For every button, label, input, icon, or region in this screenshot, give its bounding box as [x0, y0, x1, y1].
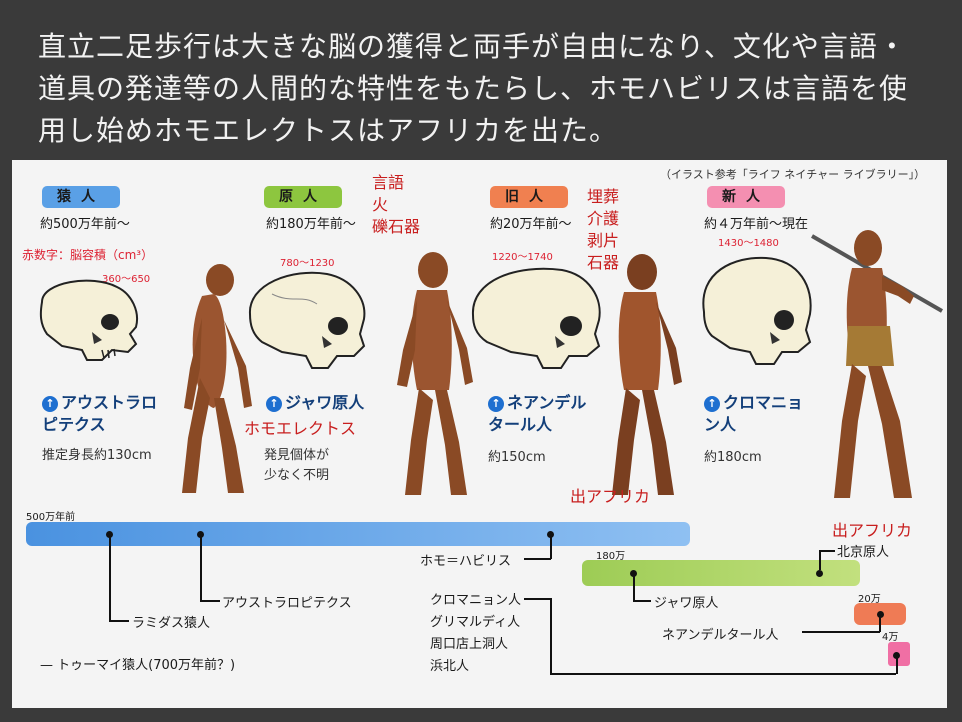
info-circle-icon: ↑	[266, 396, 282, 412]
neanderthal-figure-icon	[612, 254, 682, 495]
timeline-bar-genjin	[582, 560, 860, 586]
connector	[200, 535, 202, 600]
out-of-africa-label-2: 出アフリカ	[832, 521, 913, 540]
connector	[896, 656, 898, 674]
label-ramidus: ラミダス猿人	[132, 616, 211, 631]
australopithecus-figure-icon	[182, 264, 252, 493]
timeline-dot-australopithecus	[197, 531, 204, 538]
label-neanderthal: ネアンデルタール人	[662, 628, 779, 643]
out-of-africa-label-1: 出アフリカ	[570, 487, 651, 506]
label-homo-habilis: ホモ＝ハビリス	[420, 554, 512, 569]
brain-volume-note: 赤数字：脳容積（cm³）	[22, 248, 154, 262]
height-shinjin: 約180cm	[704, 450, 762, 465]
connector	[550, 673, 896, 675]
era-badge-enjin: 猿人	[42, 186, 120, 208]
species-australopithecus: ↑アウストラロ ピテクス	[42, 393, 158, 434]
label-modern-humans: クロマニョン人 グリマルディ人 周口店上洞人 浜北人	[430, 593, 522, 674]
height-genjin: 発見個体が 少なく不明	[264, 448, 330, 483]
connector	[109, 620, 129, 622]
kyujin-traits: 埋葬 介護 剥片 石器	[587, 187, 620, 272]
info-circle-icon: ↑	[488, 396, 504, 412]
homo-erectus-figure-icon	[397, 252, 473, 495]
skull-neanderthal-icon	[471, 267, 601, 369]
skull-java-man-icon	[248, 271, 366, 369]
brain-volume-shinjin: 1430〜1480	[718, 238, 779, 249]
connector	[524, 558, 551, 560]
connector	[524, 598, 550, 600]
homo-erectus-label: ホモエレクトス	[244, 419, 357, 438]
timeline-dot-peking	[816, 570, 823, 577]
timeline-start-label: 500万年前	[26, 512, 76, 523]
connector	[550, 598, 552, 674]
label-australopithecus: アウストラロピテクス	[222, 596, 352, 611]
label-toumai: — トゥーマイ猿人(700万年前？)	[40, 658, 236, 673]
skull-australopithecus-icon	[39, 279, 138, 361]
label-java-man: ジャワ原人	[654, 596, 719, 611]
era-time-genjin: 約180万年前〜	[266, 217, 356, 232]
slide-title: 直立二足歩行は大きな脳の獲得と両手が自由になり、文化や言語・道具の発達等の人間的…	[38, 30, 909, 147]
connector	[819, 550, 835, 552]
info-circle-icon: ↑	[42, 396, 58, 412]
timeline-dot-modern	[893, 652, 900, 659]
label-peking-man: 北京原人	[837, 545, 890, 560]
evolution-illustration-panel: （イラスト参考「ライフ ネイチャー ライブラリー」） 猿人 約500万年前〜 赤…	[12, 160, 947, 708]
height-kyujin: 約150cm	[488, 450, 546, 465]
timeline-20-label: 20万	[858, 594, 881, 605]
timeline-180-label: 180万	[596, 551, 626, 562]
timeline-dot-java	[630, 570, 637, 577]
info-circle-icon: ↑	[704, 396, 720, 412]
era-badge-genjin: 原人	[264, 186, 342, 208]
timeline-dot-neanderthal	[877, 611, 884, 618]
skull-cro-magnon-icon	[702, 256, 812, 365]
brain-volume-genjin: 780〜1230	[280, 258, 335, 269]
species-cro-magnon: ↑クロマニョ ン人	[704, 393, 804, 434]
era-time-shinjin: 約４万年前〜現在	[704, 217, 809, 232]
connector	[109, 535, 111, 620]
timeline-dot-homo-habilis	[547, 531, 554, 538]
era-time-kyujin: 約20万年前〜	[490, 217, 572, 232]
connector	[633, 600, 651, 602]
era-time-enjin: 約500万年前〜	[40, 217, 130, 232]
illustration-credit: （イラスト参考「ライフ ネイチャー ライブラリー」）	[660, 168, 926, 181]
connector	[550, 535, 552, 559]
timeline-bar-enjin	[26, 522, 690, 546]
connector	[879, 615, 881, 632]
species-java-man: ↑ジャワ原人	[266, 392, 364, 414]
connector	[200, 600, 220, 602]
connector	[819, 550, 821, 570]
brain-volume-kyujin: 1220〜1740	[492, 252, 553, 263]
connector	[802, 631, 880, 633]
brain-volume-enjin: 360〜650	[102, 274, 151, 285]
height-enjin: 推定身長約130cm	[42, 448, 152, 463]
connector	[633, 574, 635, 600]
genjin-traits: 言語 火 礫石器	[372, 173, 421, 236]
timeline-4-label: 4万	[882, 632, 899, 643]
era-badge-kyujin: 旧人	[490, 186, 568, 208]
cro-magnon-figure-icon	[811, 230, 943, 498]
timeline-dot-ramidus	[106, 531, 113, 538]
era-badge-shinjin: 新人	[707, 186, 785, 208]
species-neanderthal: ↑ネアンデル タール人	[488, 393, 587, 434]
